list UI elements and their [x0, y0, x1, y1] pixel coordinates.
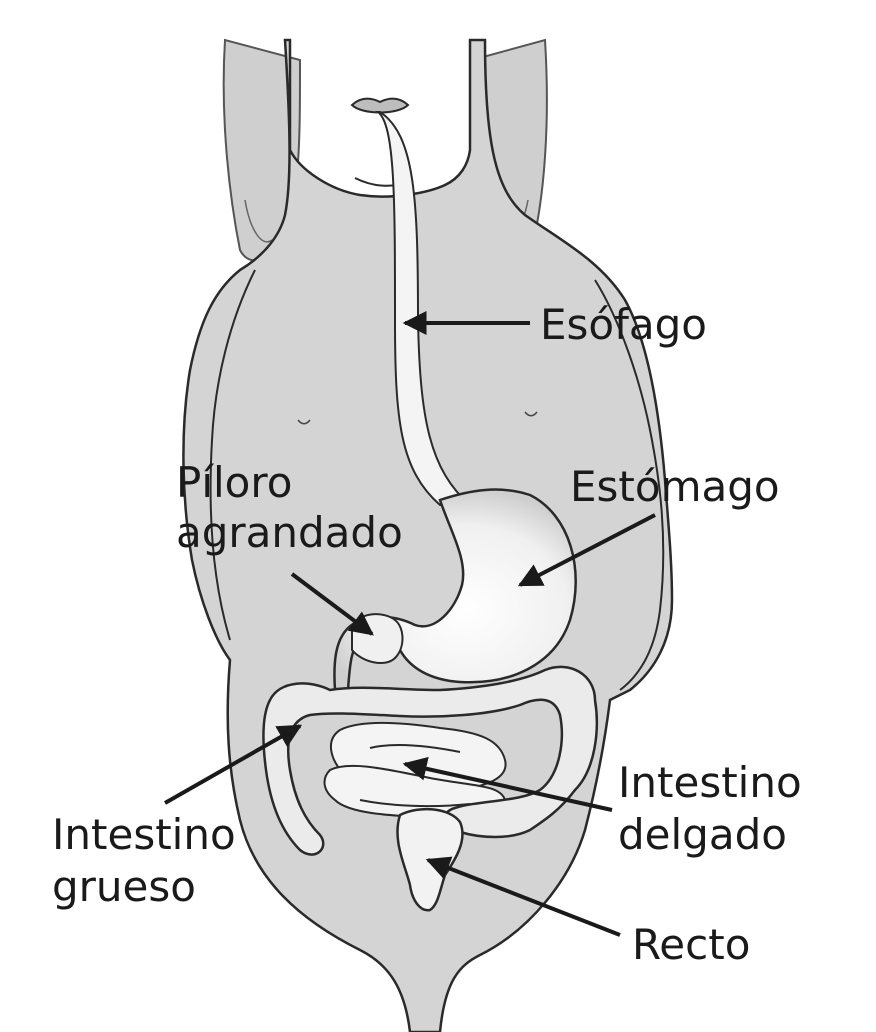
arrow-intestino-grueso	[164, 724, 303, 805]
label-intestino-delgado-line2: delgado	[618, 810, 787, 859]
arrow-piloro	[290, 572, 374, 636]
label-intestino-grueso-line1: Intestino	[52, 810, 236, 859]
pylorus	[351, 613, 404, 665]
left-arm-outline	[209, 269, 256, 641]
label-esofago: Esófago	[540, 300, 707, 349]
nipple-right	[524, 411, 538, 417]
large-intestine	[262, 665, 599, 856]
lips	[350, 97, 410, 114]
label-piloro-line2: agrandado	[176, 508, 403, 557]
right-arm-outline	[594, 279, 665, 691]
nipple-left	[297, 419, 311, 425]
label-estomago: Estómago	[570, 462, 780, 511]
label-intestino-grueso-line2: grueso	[52, 862, 196, 911]
label-piloro-line1: Píloro	[176, 458, 293, 507]
arrow-intestino-delgado	[402, 756, 613, 812]
label-intestino-delgado-line1: Intestino	[618, 758, 802, 807]
label-recto: Recto	[632, 920, 751, 969]
pointer-arrows	[164, 311, 656, 937]
arrow-recto	[425, 856, 621, 937]
arrow-estomago	[517, 513, 656, 587]
small-intestine	[323, 722, 507, 820]
